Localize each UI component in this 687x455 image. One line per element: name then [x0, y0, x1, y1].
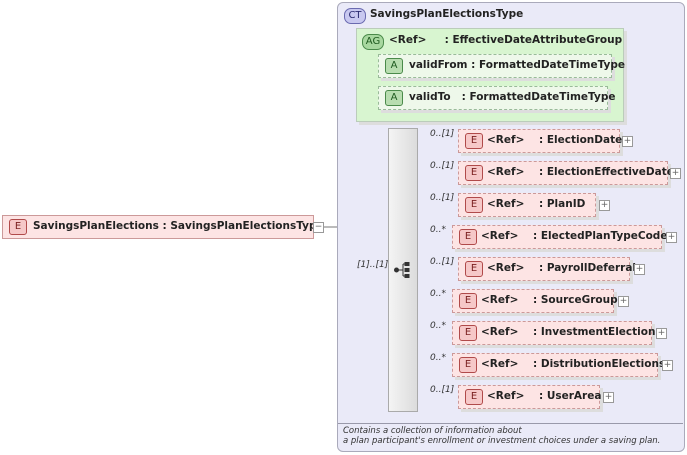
- ref-label: <Ref>: [481, 326, 519, 338]
- element-election-date[interactable]: E <Ref> : ElectionDate: [458, 129, 623, 153]
- element-plan-id[interactable]: E <Ref> : PlanID: [458, 193, 596, 217]
- expand-toggle[interactable]: +: [656, 328, 667, 339]
- expand-toggle[interactable]: +: [634, 264, 645, 275]
- element-payroll-deferral[interactable]: E <Ref> : PayrollDeferral: [458, 257, 636, 281]
- attribute-badge: A: [385, 58, 403, 74]
- sequence-cardinality: [1]..[1]: [357, 260, 389, 270]
- description-line-2: a plan participant's enrollment or inves…: [343, 436, 661, 446]
- ref-label: <Ref>: [487, 166, 525, 178]
- expand-toggle[interactable]: +: [666, 232, 677, 243]
- element-elected-plan-type-code[interactable]: E <Ref> : ElectedPlanTypeCode: [452, 225, 667, 249]
- element-investment-elections[interactable]: E <Ref> : InvestmentElections: [452, 321, 662, 345]
- element-name: : PlanID: [539, 198, 586, 210]
- description-line-1: Contains a collection of information abo…: [343, 426, 522, 436]
- root-element[interactable]: E SavingsPlanElections : SavingsPlanElec…: [2, 215, 324, 239]
- element-name: : UserArea: [539, 390, 602, 402]
- element-badge: E: [465, 165, 483, 181]
- sequence-icon: [394, 262, 410, 278]
- element-badge: E: [459, 229, 477, 245]
- element-name: : DistributionElections: [533, 358, 666, 370]
- element-distribution-elections[interactable]: E <Ref> : DistributionElections: [452, 353, 665, 377]
- element-cardinality: 0..[1]: [430, 161, 455, 171]
- expand-toggle[interactable]: +: [670, 168, 681, 179]
- complex-type-badge: CT: [344, 8, 366, 24]
- ref-label: <Ref>: [487, 134, 525, 146]
- complex-type-title: SavingsPlanElectionsType: [370, 8, 524, 20]
- expand-toggle[interactable]: +: [618, 296, 629, 307]
- element-name: : PayrollDeferral: [539, 262, 637, 274]
- element-cardinality: 0..*: [430, 289, 446, 299]
- element-name: : ElectedPlanTypeCode: [533, 230, 668, 242]
- sequence-compositor[interactable]: [388, 128, 418, 412]
- element-badge: E: [465, 261, 483, 277]
- ref-label: <Ref>: [487, 262, 525, 274]
- attribute-valid-to[interactable]: A validTo : FormattedDateTimeType: [378, 86, 615, 110]
- ref-label: <Ref>: [481, 230, 519, 242]
- element-cardinality: 0..*: [430, 353, 446, 363]
- element-cardinality: 0..[1]: [430, 385, 455, 395]
- element-source-group[interactable]: E <Ref> : SourceGroup: [452, 289, 618, 313]
- element-badge: E: [465, 389, 483, 405]
- ref-label: <Ref>: [487, 198, 525, 210]
- element-cardinality: 0..*: [430, 225, 446, 235]
- element-name: : SourceGroup: [533, 294, 618, 306]
- element-name: : InvestmentElections: [533, 326, 662, 338]
- collapse-toggle[interactable]: −: [313, 222, 324, 233]
- root-element-label: SavingsPlanElections : SavingsPlanElecti…: [33, 220, 324, 232]
- element-cardinality: 0..[1]: [430, 257, 455, 267]
- attribute-label: validTo : FormattedDateTimeType: [409, 91, 616, 103]
- element-name: : ElectionDate: [539, 134, 623, 146]
- expand-toggle[interactable]: +: [622, 136, 633, 147]
- attribute-valid-from[interactable]: A validFrom : FormattedDateTimeType: [378, 54, 625, 78]
- element-user-area[interactable]: E <Ref> : UserArea: [458, 385, 602, 409]
- element-cardinality: 0..[1]: [430, 129, 455, 139]
- element-badge: E: [459, 357, 477, 373]
- attribute-label: validFrom : FormattedDateTimeType: [409, 59, 625, 71]
- description-divider: [338, 423, 683, 424]
- element-badge: E: [9, 219, 27, 235]
- attribute-group-label: <Ref> : EffectiveDateAttributeGroup: [389, 34, 623, 46]
- expand-toggle[interactable]: +: [599, 200, 610, 211]
- element-badge: E: [465, 197, 483, 213]
- element-badge: E: [459, 293, 477, 309]
- element-cardinality: 0..*: [430, 321, 446, 331]
- attribute-group-badge: AG: [362, 34, 384, 50]
- attribute-badge: A: [385, 90, 403, 106]
- ref-label: <Ref>: [481, 358, 519, 370]
- ref-label: <Ref>: [481, 294, 519, 306]
- expand-toggle[interactable]: +: [662, 360, 673, 371]
- expand-toggle[interactable]: +: [603, 392, 614, 403]
- element-name: : ElectionEffectiveDate: [539, 166, 674, 178]
- element-cardinality: 0..[1]: [430, 193, 455, 203]
- element-election-effective-date[interactable]: E <Ref> : ElectionEffectiveDate: [458, 161, 674, 185]
- element-badge: E: [459, 325, 477, 341]
- ref-label: <Ref>: [487, 390, 525, 402]
- element-badge: E: [465, 133, 483, 149]
- type-description: Contains a collection of information abo…: [343, 426, 660, 446]
